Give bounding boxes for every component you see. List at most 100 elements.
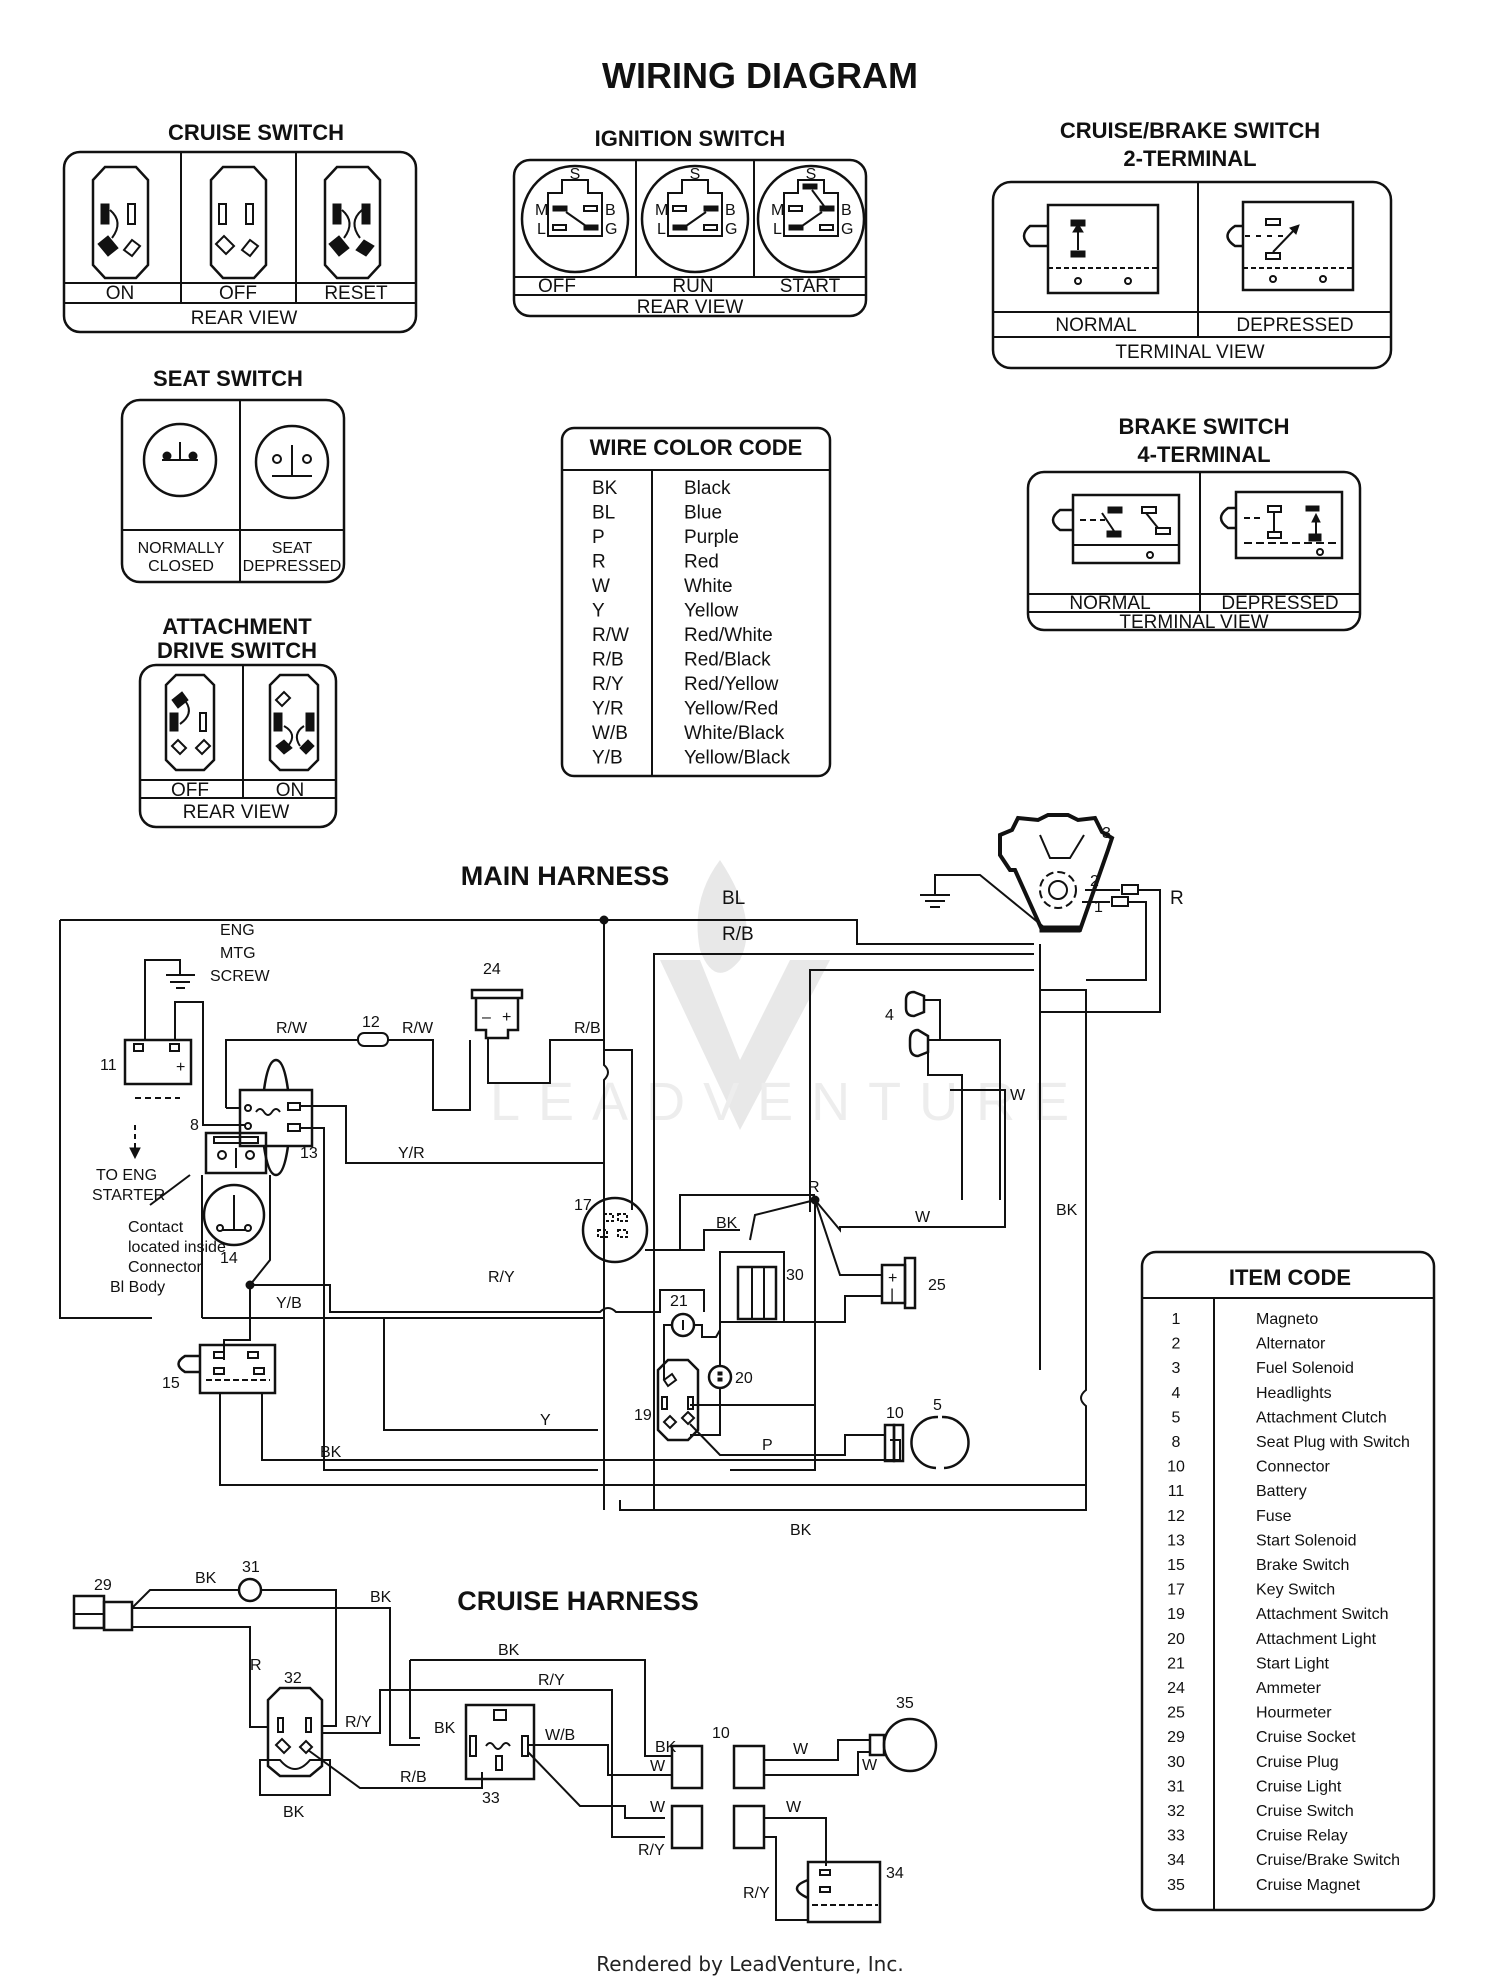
cruise-wire-bk-conn: BK	[655, 1739, 677, 1756]
wire-code: Y	[592, 601, 605, 622]
cruise-relay-icon	[464, 1703, 536, 1781]
item-name: Brake Switch	[1256, 1557, 1349, 1574]
ignition-pos-start: START	[780, 276, 841, 297]
wire-code: BL	[592, 503, 615, 524]
attachment-switch-on-icon	[268, 673, 320, 772]
item-number: 32	[1167, 1803, 1185, 1820]
cruise-switch-title: CRUISE SWITCH	[168, 120, 344, 145]
item-number: 31	[1167, 1778, 1185, 1795]
terminal-b: B	[841, 202, 852, 219]
wire-label-ry: R/Y	[488, 1269, 515, 1286]
cruise-wire-rb: R/B	[400, 1769, 427, 1786]
seat-plug-icon	[204, 1131, 268, 1175]
item-number: 5	[1172, 1409, 1181, 1426]
cruise-wire-w-conn1: W	[650, 1758, 666, 1775]
item-name: Cruise Magnet	[1256, 1877, 1361, 1894]
wire-code: W/B	[592, 723, 628, 744]
cruise-switch-harness-icon	[259, 1686, 331, 1796]
brake-pos-normal: NORMAL	[1069, 593, 1150, 614]
wire-code: Y/R	[592, 699, 624, 720]
item-name: Cruise Switch	[1256, 1803, 1354, 1820]
ignition-view: REAR VIEW	[637, 297, 744, 318]
cruise-wire-bk-sw: BK	[283, 1804, 305, 1821]
ignition-pos-off: OFF	[538, 276, 576, 297]
wire-color-name: Yellow	[684, 601, 739, 622]
item-number: 30	[1167, 1754, 1185, 1771]
terminal-l: L	[657, 221, 666, 238]
item-number: 19	[1167, 1606, 1185, 1623]
starter-label-2: STARTER	[92, 1187, 165, 1204]
cruise-switch-view: REAR VIEW	[191, 308, 298, 329]
item-name: Key Switch	[1256, 1582, 1335, 1599]
item-name: Hourmeter	[1256, 1705, 1332, 1722]
terminal-l: L	[773, 221, 782, 238]
cruise-wire-ry-34: R/Y	[743, 1885, 770, 1902]
ammeter-icon: – +	[470, 988, 524, 1040]
cruise-wire-bk-top: BK	[498, 1642, 520, 1659]
wire-code: BK	[592, 478, 618, 499]
item-label-1: 1	[1094, 899, 1103, 916]
terminal-g: G	[605, 221, 617, 238]
item-number: 10	[1167, 1459, 1185, 1476]
cruise-switch-on-icon	[91, 165, 150, 280]
item-label-21: 21	[670, 1293, 688, 1310]
attachment-switch-icon	[656, 1358, 700, 1442]
item-name: Cruise Light	[1256, 1778, 1342, 1795]
wire-label-y: Y	[540, 1412, 551, 1429]
wire-color-name: White/Black	[684, 723, 785, 744]
attachment-pos-on: ON	[276, 780, 305, 801]
item-number: 4	[1172, 1385, 1181, 1402]
ammeter-plus: +	[502, 1009, 511, 1026]
wire-label-rw-left: R/W	[276, 1020, 308, 1037]
item-number: 33	[1167, 1828, 1185, 1845]
wire-label-r-engine: R	[1170, 888, 1184, 909]
brake-switch-title-2: 4-TERMINAL	[1137, 442, 1270, 467]
terminal-s: S	[570, 166, 581, 183]
wire-color-name: Yellow/Red	[684, 699, 778, 720]
item-label-19: 19	[634, 1407, 652, 1424]
item-code-title: ITEM CODE	[1229, 1265, 1351, 1290]
brake-switch-panel: BRAKE SWITCH 4-TERMINAL	[1026, 414, 1362, 633]
brake-pos-depressed: DEPRESSED	[1221, 593, 1338, 614]
cruise-wire-r: R	[250, 1657, 262, 1674]
attachment-drive-switch-panel: ATTACHMENT DRIVE SWITCH OFF ON REAR VIE	[138, 614, 338, 829]
cruise-brake-switch-panel: CRUISE/BRAKE SWITCH 2-TERMINAL	[991, 118, 1393, 370]
ammeter-minus: –	[482, 1009, 491, 1026]
headlights-icon	[904, 990, 930, 1058]
wire-code: R/B	[592, 650, 624, 671]
item-name: Attachment Switch	[1256, 1606, 1389, 1623]
wire-label-rw-right: R/W	[402, 1020, 434, 1037]
ignition-switch-run-icon: S M B L G	[640, 164, 750, 274]
item-name: Headlights	[1256, 1385, 1332, 1402]
brake-switch-title-1: BRAKE SWITCH	[1118, 414, 1289, 439]
cruise-switch-reset-icon	[323, 165, 382, 280]
contact-note-3: Connector	[128, 1259, 202, 1276]
wire-label-bk-right: BK	[1056, 1202, 1078, 1219]
terminal-b: B	[725, 202, 736, 219]
wire-label-r-junction: R	[808, 1179, 820, 1196]
wire-color-name: Red/Black	[684, 650, 771, 671]
item-label-10: 10	[886, 1405, 904, 1422]
starter-label-1: TO ENG	[96, 1167, 157, 1184]
cruise-wire-ry-top: R/Y	[538, 1672, 565, 1689]
item-number: 24	[1167, 1680, 1185, 1697]
wire-label-rb-top: R/B	[722, 924, 754, 945]
item-name: Cruise Relay	[1256, 1828, 1348, 1845]
cruise-brake-pos-depressed: DEPRESSED	[1236, 315, 1353, 336]
ground-icon	[144, 959, 195, 1040]
cruise-harness: CRUISE HARNESS 29 31 BK BK R 32 BK R/Y	[72, 1559, 938, 1924]
cruise-switch-pos-off: OFF	[219, 283, 257, 304]
wire-label-bl: BL	[722, 888, 745, 909]
seat-switch-closed-icon	[142, 422, 218, 498]
cruise-wire-w-mag1: W	[793, 1741, 809, 1758]
item-label-14: 14	[220, 1250, 238, 1267]
terminal-m: M	[535, 202, 548, 219]
wire-label-bk-bottom: BK	[790, 1522, 812, 1539]
wire-label-w-mid: W	[915, 1209, 931, 1226]
wire-color-name: Black	[684, 478, 731, 499]
cruise-wire-wb: W/B	[545, 1727, 575, 1744]
